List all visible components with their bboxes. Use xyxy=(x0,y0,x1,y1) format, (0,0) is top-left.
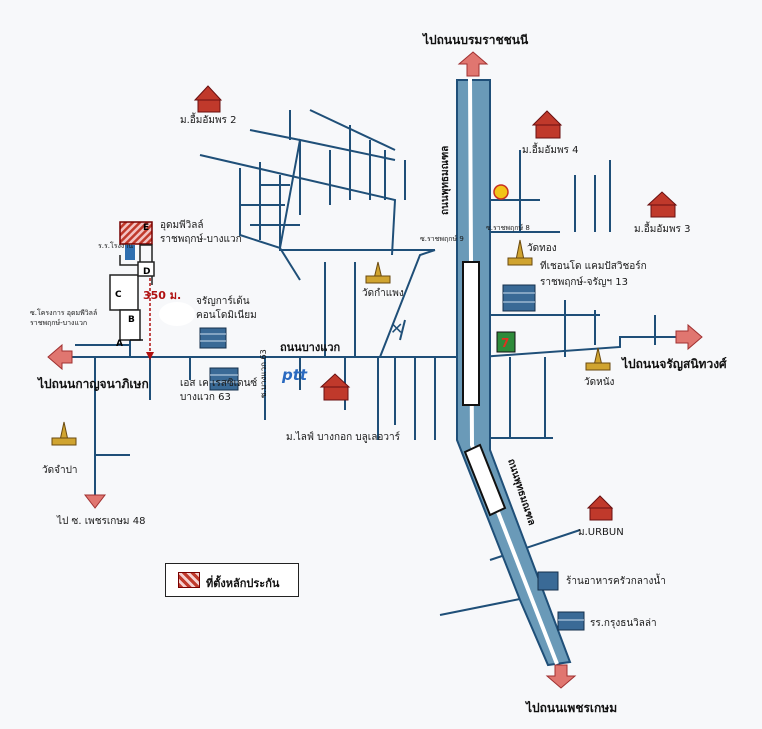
collateral-swatch xyxy=(178,572,200,588)
wat-thong-label: วัดทอง xyxy=(527,243,557,254)
restaurant-label: ร้านอาหารครัวกลางน้ำ xyxy=(566,576,666,587)
temple-icon xyxy=(585,347,611,371)
m-ueamamphon-2-label: ม.อื้มอัมพร 2 xyxy=(180,115,237,126)
temple-icons xyxy=(51,239,611,446)
main-highway xyxy=(456,77,572,667)
building-icon xyxy=(557,611,585,631)
wat-kamphaeng-label: วัดกำแพง xyxy=(362,288,404,299)
m-urbun-label: ม.URBUN xyxy=(578,527,624,538)
temple-icon xyxy=(507,239,533,266)
m-life-bangkok-label: ม.ไลฟ์ บางกอก บลูเลอวาร์ xyxy=(286,432,400,443)
legend-label: ที่ตั้งหลักประกัน xyxy=(206,577,280,590)
school-label: รร.กรุงธนวิลล่า xyxy=(590,618,657,629)
svg-text:D: D xyxy=(143,267,150,277)
house-icon xyxy=(586,495,614,521)
svg-text:C: C xyxy=(115,290,122,300)
building-icon xyxy=(502,284,536,312)
school-short-label: ร.ร.โรงงาน xyxy=(98,242,134,250)
sk-residence-sub-label: บางแวก 63 xyxy=(180,392,231,403)
west-direction-label: ไปถนนกาญจนาภิเษก xyxy=(38,377,149,391)
building-icon xyxy=(199,327,227,349)
highway-name-north: ถนนพุทธมณฑล xyxy=(440,146,451,215)
temple-icon xyxy=(365,261,391,284)
charoen-condo-label: คอนโดมิเนียม xyxy=(196,310,257,321)
distance-label: 350 ม. xyxy=(143,289,182,302)
north-direction-label: ไปถนนบรมราชชนนี xyxy=(423,33,529,47)
southwest-direction-label: ไป ซ. เพชรเกษม 48 xyxy=(57,516,146,527)
building-icons xyxy=(199,284,585,631)
soi-udom-sub-label: ราชพฤกษ์-บางแวก xyxy=(30,319,88,327)
temple-icon xyxy=(51,421,77,446)
townhouse-sub-label: ราชพฤกษ์-จรัญฯ 13 xyxy=(540,277,628,288)
collateral-site: E D C B A xyxy=(109,221,195,360)
soi-63-label: ซ.บางแวก 63 xyxy=(259,349,268,398)
local-roads xyxy=(70,150,690,616)
soi-ratchaphruek-8-label: ซ.ราชพฤกษ์ 8 xyxy=(486,224,530,232)
arrow-north xyxy=(457,51,489,77)
map-legend: ที่ตั้งหลักประกัน xyxy=(165,563,299,597)
svg-text:E: E xyxy=(143,223,149,233)
convenience-store-icon xyxy=(496,331,516,353)
house-icon xyxy=(531,110,563,139)
ptt-gas-station-label: ptt xyxy=(282,366,308,384)
svg-text:A: A xyxy=(116,339,123,349)
m-ueamamphon-4-label: ม.อื้มอัมพร 4 xyxy=(522,145,579,156)
house-icon xyxy=(319,373,351,401)
sk-residence-label: เอส เค เรสซิเดนซ์ xyxy=(180,378,258,389)
svg-text:✕: ✕ xyxy=(390,319,403,338)
gas-station-icon xyxy=(493,184,509,200)
arrow-east xyxy=(675,323,703,351)
house-icon xyxy=(646,191,678,218)
residential-street-grid xyxy=(199,109,435,281)
house-icon xyxy=(193,85,223,113)
svg-text:B: B xyxy=(128,315,135,325)
bang-waek-road-label: ถนนบางแวก xyxy=(280,341,341,354)
house-icons xyxy=(193,85,678,521)
charoen-garden-label: จรัญการ์เด้น xyxy=(196,296,250,307)
arrow-west xyxy=(47,343,73,371)
wat-nang-label: วัดหนัง xyxy=(584,377,615,388)
soi-ratchaphruek-9-label: ซ.ราชพฤกษ์ 9 xyxy=(420,235,464,243)
south-direction-label: ไปถนนเพชรเกษม xyxy=(526,701,618,715)
building-icon xyxy=(209,367,239,391)
arrow-south xyxy=(545,664,577,689)
east-direction-label: ไปถนนจรัญสนิทวงศ์ xyxy=(622,357,727,371)
soi-udom-label: ซ.โครงการ อุดมพีวิลล์ xyxy=(30,309,98,317)
direction-arrows xyxy=(47,51,703,689)
svg-text:7: 7 xyxy=(501,336,509,350)
udomviwat-label: อุดมพีวิลล์ xyxy=(160,220,204,231)
m-ueamamphon-3-label: ม.อื้มอัมพร 3 xyxy=(634,224,691,235)
townhouse-label: ทีเชอนโด แคมปัสวิชอร์ก xyxy=(540,261,647,272)
udomviwat-sub-label: ราชพฤกษ์-บางแวก xyxy=(160,234,242,245)
building-icon xyxy=(537,571,559,591)
wat-champa-label: วัดจำปา xyxy=(42,465,78,476)
arrow-southwest xyxy=(83,494,107,509)
